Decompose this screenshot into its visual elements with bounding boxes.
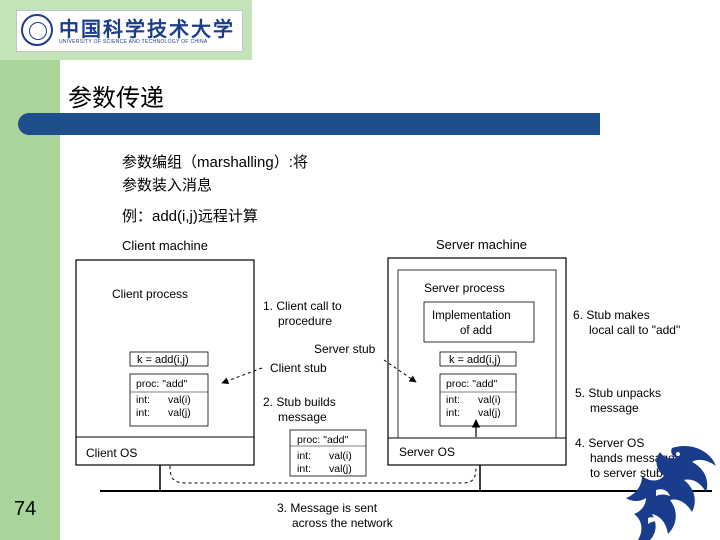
client-process-label: Client process (112, 287, 188, 301)
step2-line1: 2. Stub builds (263, 395, 336, 409)
implementation-label-1: Implementation (432, 310, 511, 322)
bullet-example: 例：add(i,j)远程计算 (122, 208, 258, 225)
server-stub-val2: val(j) (478, 407, 501, 419)
server-stub-proc: proc: "add" (446, 378, 498, 390)
step4-line2: hands message (590, 451, 675, 465)
step6-line2: local call to "add" (589, 323, 680, 337)
implementation-label-2: of add (460, 325, 492, 337)
arrow-server-stub (383, 359, 417, 383)
client-stub-int2: int: (136, 407, 150, 419)
step1-line1: 1. Client call to (263, 299, 342, 313)
bullet-marshalling-line2: 参数装入消息 (122, 177, 213, 194)
message-val2: val(j) (329, 463, 352, 475)
university-logo: 中国科学技术大学 UNIVERSITY OF SCIENCE AND TECHN… (16, 10, 243, 52)
step4-line1: 4. Server OS (575, 436, 644, 450)
client-machine-box (75, 259, 255, 466)
server-machine-box (387, 257, 567, 466)
server-os-label: Server OS (399, 445, 455, 459)
logo-chinese-name: 中国科学技术大学 (59, 17, 235, 41)
client-call-box (129, 351, 209, 367)
client-stub-val2: val(j) (168, 407, 191, 419)
message-val1: val(i) (329, 450, 352, 462)
message-int2: int: (297, 463, 311, 475)
client-stub-val1: val(i) (168, 394, 191, 406)
slide-title: 参数传递 (68, 85, 164, 112)
message-int1: int: (297, 450, 311, 462)
server-stub-int2: int: (446, 407, 460, 419)
step3-line1: 3. Message is sent (277, 501, 378, 515)
client-stub-int1: int: (136, 394, 150, 406)
left-sidebar-band (0, 0, 60, 540)
rpc-diagram: Client machine Server machine Client pro… (75, 237, 712, 530)
client-call-label: k = add(i,j) (137, 354, 189, 366)
step2-line2: message (278, 410, 327, 424)
client-stub-label: Client stub (270, 361, 327, 375)
message-box (289, 429, 367, 477)
server-call-label: k = add(i,j) (449, 354, 501, 366)
arrow-client-stub (221, 367, 263, 385)
server-machine-label: Server machine (436, 237, 527, 252)
client-os-label: Client OS (86, 446, 137, 460)
logo-area: 中国科学技术大学 UNIVERSITY OF SCIENCE AND TECHN… (0, 0, 252, 60)
server-stub-label: Server stub (314, 342, 376, 356)
client-stub-proc: proc: "add" (136, 378, 188, 390)
server-call-box (439, 351, 517, 367)
bullet-marshalling-line1: 参数编组（marshalling）:将 (122, 154, 308, 171)
emblem-icon (21, 14, 53, 46)
step4-line3: to server stub (590, 466, 663, 480)
client-stub-box (129, 373, 209, 427)
implementation-box (423, 301, 535, 343)
step5-line1: 5. Stub unpacks (575, 386, 661, 400)
page-number: 74 (14, 498, 37, 520)
step3-line2: across the network (292, 516, 394, 530)
logo-english-name: UNIVERSITY OF SCIENCE AND TECHNOLOGY OF … (59, 39, 208, 45)
message-path (169, 465, 477, 484)
dragon-decoration (626, 446, 716, 540)
client-machine-label: Client machine (122, 238, 208, 253)
server-stub-int1: int: (446, 394, 460, 406)
server-stub-val1: val(i) (478, 394, 501, 406)
step6-line1: 6. Stub makes (573, 308, 650, 322)
step5-line2: message (590, 401, 639, 415)
server-process-label: Server process (424, 281, 505, 295)
step1-line2: procedure (278, 314, 332, 328)
message-proc: proc: "add" (297, 434, 349, 446)
title-bar (18, 113, 600, 135)
